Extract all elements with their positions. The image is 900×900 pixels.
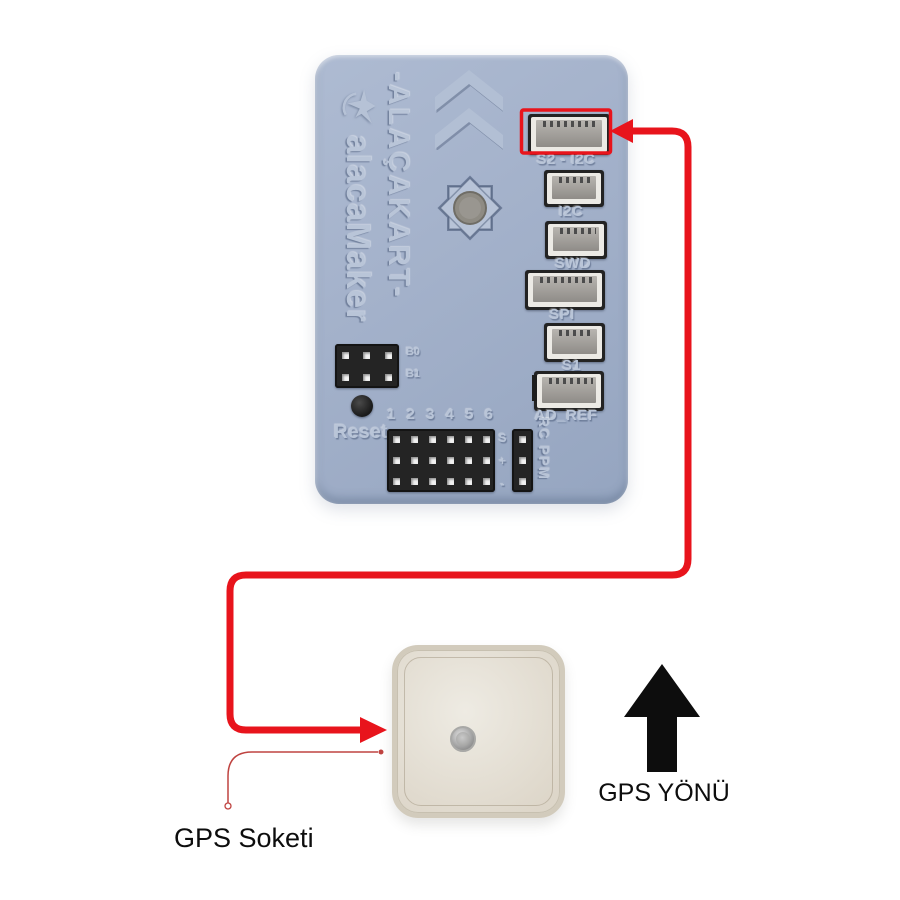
ppm-pin-labels: S + - [496,431,509,491]
connector-ad-ref [532,371,604,411]
header-pin [363,373,371,381]
gps-mount-hole [450,726,476,752]
connector-spi [525,270,605,310]
servo-header [387,429,495,492]
boot-label-b0: B0 [405,346,421,358]
header-pin [342,373,350,381]
pin-number: 2 [406,406,415,423]
brand-logo: alacaMaker [337,85,379,323]
header-pin [428,478,436,485]
header-pin [363,351,371,359]
header-pin [464,436,472,443]
header-pin [428,457,436,464]
header-pin [392,457,400,464]
header-pin [482,478,490,485]
flight-controller-board: alacaMaker -ALAÇAKART- S2 - I2C I2C SWD … [315,55,628,504]
gps-module [392,645,565,818]
callout-line [227,751,378,803]
brand-text: alacaMaker [340,135,377,323]
bird-logo-icon [342,89,376,124]
pin-number: 4 [445,406,454,423]
connector-i2c [544,170,604,207]
ppm-header [512,429,533,492]
header-pin [519,436,526,443]
header-pin [519,457,526,464]
gps-socket-label: GPS Soketi [174,823,314,853]
gps-direction-label: GPS YÖNÜ [598,779,730,807]
connector-label-i2c: I2C [558,203,584,220]
board-name: -ALAÇAKART- [382,72,414,300]
header-pin [410,457,418,464]
connector-swd [545,221,607,259]
ppm-pin-label-minus: - [500,477,505,491]
header-pin [410,436,418,443]
callout-dot-end [378,749,384,755]
boot-label-b1: B1 [405,368,421,380]
header-pin [464,478,472,485]
connection-arrow-right [360,717,387,743]
pin-number-row: 1 2 3 4 5 6 [387,406,493,423]
ppm-label: RC PPM [536,417,552,481]
connector-label-ad-ref: AD_REF [534,407,598,424]
up-arrow-icon [624,664,700,772]
pin-number: 5 [465,406,474,423]
star-icon [437,175,503,241]
callout-dot-start [224,802,232,810]
header-pin [342,351,350,359]
header-pin [428,436,436,443]
pin-number: 6 [484,406,493,423]
header-pin [392,478,400,485]
header-pin [464,457,472,464]
header-pin [446,478,454,485]
header-pin [482,436,490,443]
connector-label-spi: SPI [549,306,575,323]
reset-button [351,395,373,417]
pin-number: 3 [426,406,435,423]
header-pin [446,457,454,464]
ppm-pin-label-s: S [498,431,507,445]
ppm-pin-label-plus: + [498,454,506,468]
pin-number: 1 [387,406,396,423]
connector-s2-i2c [528,114,610,155]
header-pin [392,436,400,443]
header-pin [384,351,392,359]
header-pin [482,457,490,464]
header-pin [446,436,454,443]
gps-module-inner-outline [404,657,553,806]
boot-header [335,344,399,388]
header-pin [410,478,418,485]
header-pin [384,373,392,381]
connector-label-s2-i2c: S2 - I2C [536,151,596,168]
header-pin [519,478,526,485]
chevron-up-icon [435,70,503,150]
